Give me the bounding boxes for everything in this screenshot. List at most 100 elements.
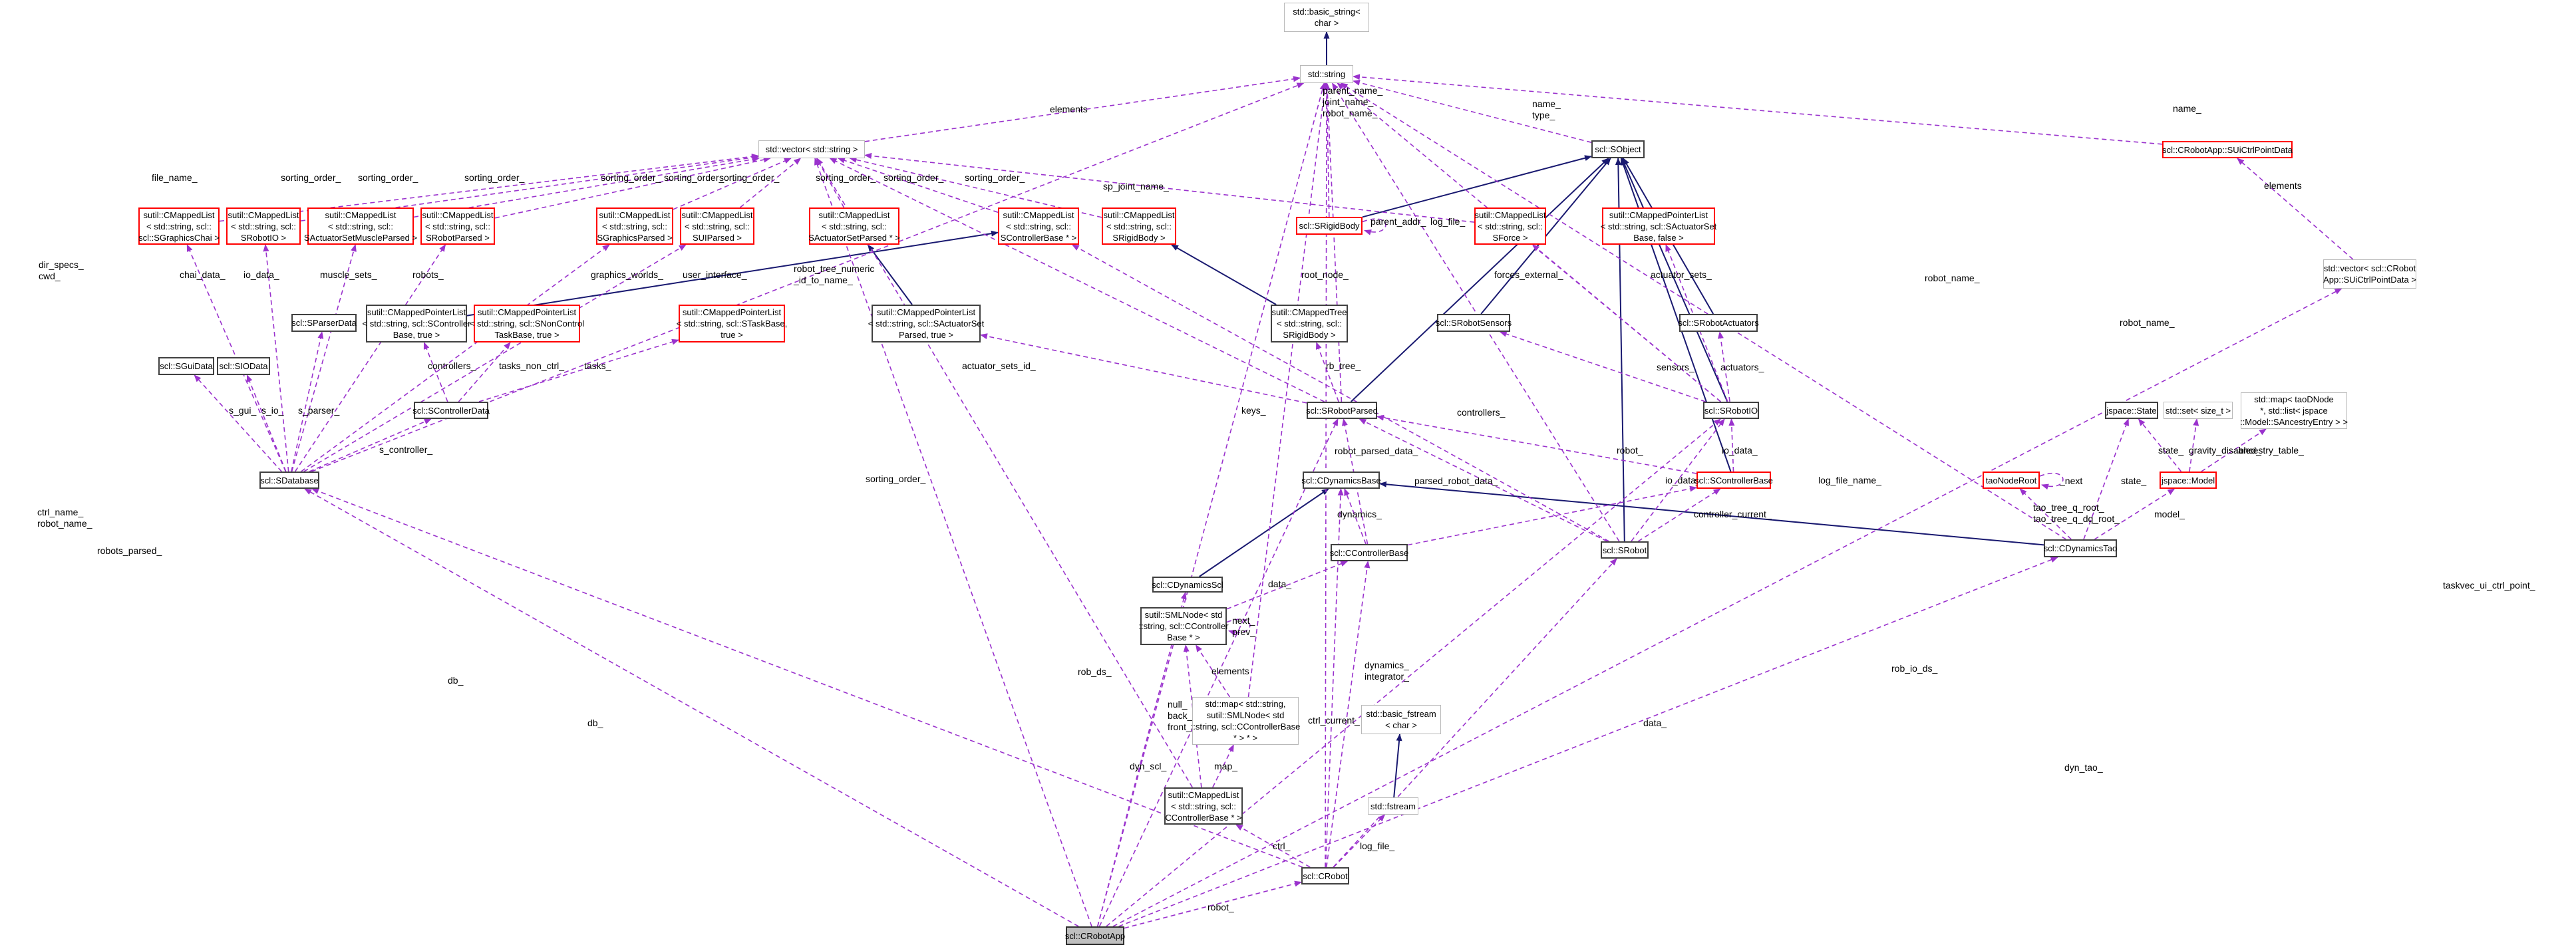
edge-label: s_parser_ <box>298 405 340 416</box>
class-node-label-line: sutil::CMappedPointerList <box>682 307 782 317</box>
class-node-ml_ccontrollerbase_ptr[interactable]: sutil::CMappedList< std::string, scl::CC… <box>1164 787 1243 825</box>
edge-label: data_ <box>1643 718 1667 728</box>
edge-label: log_file_ <box>1360 841 1395 851</box>
class-node-smlnode[interactable]: sutil::SMLNode< std::string, scl::CContr… <box>1138 607 1229 645</box>
class-node-ml_suiparsed[interactable]: sutil::CMappedList< std::string, scl::SU… <box>680 207 754 245</box>
class-node-ml_sactuatorsetmuscleparsed[interactable]: sutil::CMappedList< std::string, scl::SA… <box>304 207 417 245</box>
class-node-cdynamicstao[interactable]: scl::CDynamicsTao <box>2044 539 2117 557</box>
edge-label: controllers_ <box>1457 407 1506 418</box>
class-node-siodata[interactable]: scl::SIOData <box>217 357 270 375</box>
class-node-cdynamicsscl[interactable]: scl::CDynamicsScl <box>1152 577 1223 593</box>
class-node-map_taodnode[interactable]: std::map< taoDNode*, std::list< jspace::… <box>2240 392 2348 429</box>
edge-crobotapp-to-cdynamicstao <box>1118 557 2058 927</box>
class-node-vector_string[interactable]: std::vector< std::string > <box>758 140 865 158</box>
edge-crobot-to-ccontrollerbase <box>1326 561 1370 868</box>
class-node-label-line: ::string, scl::CController <box>1138 621 1229 631</box>
class-node-mpl_snoncontroltaskbase_true[interactable]: sutil::CMappedPointerList< std::string, … <box>470 305 584 342</box>
class-node-ml_sactuatorsetparsed_ptr[interactable]: sutil::CMappedList< std::string, scl::SA… <box>808 207 900 245</box>
class-node-ml_sforce[interactable]: sutil::CMappedList< std::string, scl::SF… <box>1474 207 1546 245</box>
class-node-suictrlpointdata[interactable]: scl::CRobotApp::SUiCtrlPointData <box>2162 141 2293 158</box>
edge-tree_srigidbody-to-ml_srigidbody <box>1171 244 1277 305</box>
class-node-crobot[interactable]: scl::CRobot <box>1301 867 1349 884</box>
class-node-label-line: sutil::CMappedList <box>422 209 494 220</box>
class-node-label-line: sutil::CMappedList <box>599 209 671 220</box>
edge-scontrollerdata-to-mpl_scontrollerbase_true <box>423 342 448 402</box>
class-node-ml_sgraphicschai[interactable]: sutil::CMappedList< std::string, scl::sc… <box>138 207 220 245</box>
class-node-label-line: ::Model::SAncestryEntry > > <box>2240 417 2348 427</box>
class-node-label-line: < std::string, scl:: <box>1006 221 1071 231</box>
edge-label: elements <box>1211 666 1249 676</box>
class-node-label-line: < std::string, scl::SActuatorSet <box>1600 221 1717 231</box>
class-node-cdynamicsbase[interactable]: scl::CDynamicsBase <box>1301 472 1381 489</box>
class-node-crobotapp[interactable]: scl::CRobotApp <box>1065 926 1125 945</box>
class-node-label-line: ::string, scl::CControllerBase <box>1190 722 1301 732</box>
class-node-ccontrollerbase[interactable]: scl::CControllerBase <box>1330 544 1408 561</box>
class-node-set_size_t[interactable]: std::set< size_t > <box>2164 402 2233 419</box>
class-node-srobotsensors[interactable]: scl::SRobotSensors <box>1436 314 1512 332</box>
class-node-sobject[interactable]: scl::SObject <box>1591 140 1645 158</box>
class-node-label-line: Parsed, true > <box>898 330 954 340</box>
class-node-srobotactuators[interactable]: scl::SRobotActuators <box>1678 314 1759 332</box>
class-node-ml_scontrollerbase_ptr[interactable]: sutil::CMappedList< std::string, scl::SC… <box>998 207 1079 245</box>
class-node-map_smlnode[interactable]: std::map< std::string,sutil::SMLNode< st… <box>1190 697 1301 745</box>
class-node-fstream[interactable]: std::fstream <box>1368 797 1418 815</box>
class-node-label-line: < std::string, scl:: <box>1478 221 1543 231</box>
class-node-jspace_model[interactable]: jspace::Model <box>2160 472 2217 489</box>
class-node-ml_sgraphicsparsed[interactable]: sutil::CMappedList< std::string, scl::SG… <box>596 207 673 245</box>
class-node-srigidbody[interactable]: scl::SRigidBody <box>1296 217 1363 235</box>
edge-mpl_scontrollerbase_true-to-ml_scontrollerbase_ptr <box>466 230 999 317</box>
class-node-srobotio[interactable]: scl::SRobotIO <box>1703 402 1759 419</box>
class-node-label-line: < std::string, scl:: <box>1106 221 1172 231</box>
edge-label: dynamics_integrator_ <box>1365 660 1409 682</box>
edge-label: sensors_ <box>1657 362 1694 372</box>
class-node-basic_fstream[interactable]: std::basic_fstream< char > <box>1361 705 1441 734</box>
edge-smlnode-to-ccontrollerbase <box>1226 561 1349 610</box>
edge-label: robot_tree_numeric_id_to_name_ <box>794 263 875 285</box>
class-node-mpl_staskbase_true[interactable]: sutil::CMappedPointerList< std::string, … <box>677 305 787 342</box>
edge-cdynamicstao-to-jspace_state <box>2083 418 2129 540</box>
edge-label: robots_parsed_ <box>97 545 162 556</box>
class-node-label-line: < char > <box>1385 720 1417 730</box>
class-node-srobotparsed[interactable]: scl::SRobotParsed <box>1306 402 1378 419</box>
edge-cdynamicstao-to-string <box>1340 82 2066 540</box>
class-node-label-line: scl::SDatabase <box>260 475 319 485</box>
edge-label: sp_joint_name_ <box>1103 181 1169 192</box>
class-node-mpl_sactuatorsetbase_false[interactable]: sutil::CMappedPointerList< std::string, … <box>1600 207 1717 245</box>
edge-label: taskvec_ui_ctrl_point_ <box>2443 580 2535 591</box>
class-node-string[interactable]: std::string <box>1300 65 1353 83</box>
class-node-label-line: sutil::SMLNode< std <box>1144 610 1223 620</box>
edge-ml_sactuatorsetparsed_ptr-to-vector_string <box>816 158 845 208</box>
edge-srobotparsed-to-sobject <box>1351 158 1609 402</box>
class-node-scontrollerdata[interactable]: scl::SControllerData <box>412 402 490 419</box>
class-node-ml_srobotio[interactable]: sutil::CMappedList< std::string, scl::SR… <box>226 207 301 245</box>
edge-label: name_ <box>2173 103 2201 114</box>
class-node-tree_srigidbody[interactable]: sutil::CMappedTree< std::string, scl::SR… <box>1271 305 1348 342</box>
edge-label: actuator_sets_ <box>962 360 1023 371</box>
class-node-sdatabase[interactable]: scl::SDatabase <box>259 472 319 489</box>
class-node-sparserdata[interactable]: scl::SParserData <box>291 314 357 332</box>
class-node-basic_string[interactable]: std::basic_string<char > <box>1284 3 1369 32</box>
class-node-mpl_scontrollerbase_true[interactable]: sutil::CMappedPointerList< std::string, … <box>363 305 470 342</box>
class-node-scontrollerbase_s[interactable]: scl::SControllerBase <box>1694 472 1773 489</box>
class-node-sguidata[interactable]: scl::SGuiData <box>158 357 214 375</box>
edge-srobot-to-string <box>1331 82 1620 542</box>
edge-label: name_type_ <box>1532 98 1561 120</box>
class-node-jspace_state[interactable]: jspace::State <box>2105 402 2158 419</box>
class-node-label-line: jspace::State <box>2106 405 2157 416</box>
class-node-ml_srobotparsed[interactable]: sutil::CMappedList< std::string, scl::SR… <box>420 207 495 245</box>
edge-ml_sforce-to-vector_string <box>864 152 1475 223</box>
class-node-taonoderoot[interactable]: taoNodeRoot <box>1983 472 2040 489</box>
edge-crobot-to-fstream <box>1333 814 1386 868</box>
class-node-mpl_sactuatorsetparsed_true[interactable]: sutil::CMappedPointerList< std::string, … <box>868 305 984 342</box>
class-node-label-line: TaskBase, true > <box>494 330 560 340</box>
edge-label: keys_ <box>1241 405 1266 416</box>
edge-label: controller_current_ <box>1694 509 1772 519</box>
class-node-srobot[interactable]: scl::SRobot <box>1601 541 1649 559</box>
class-node-label-line: < std::string, scl:: <box>328 221 393 231</box>
edge-ml_srobotparsed-to-vector_string <box>494 156 771 219</box>
class-node-ml_srigidbody[interactable]: sutil::CMappedList< std::string, scl::SR… <box>1102 207 1176 245</box>
edge-label: sorting_order_ <box>358 172 418 183</box>
edge-label: robots_ <box>412 269 444 280</box>
edge-label: data_ <box>1268 579 1292 589</box>
